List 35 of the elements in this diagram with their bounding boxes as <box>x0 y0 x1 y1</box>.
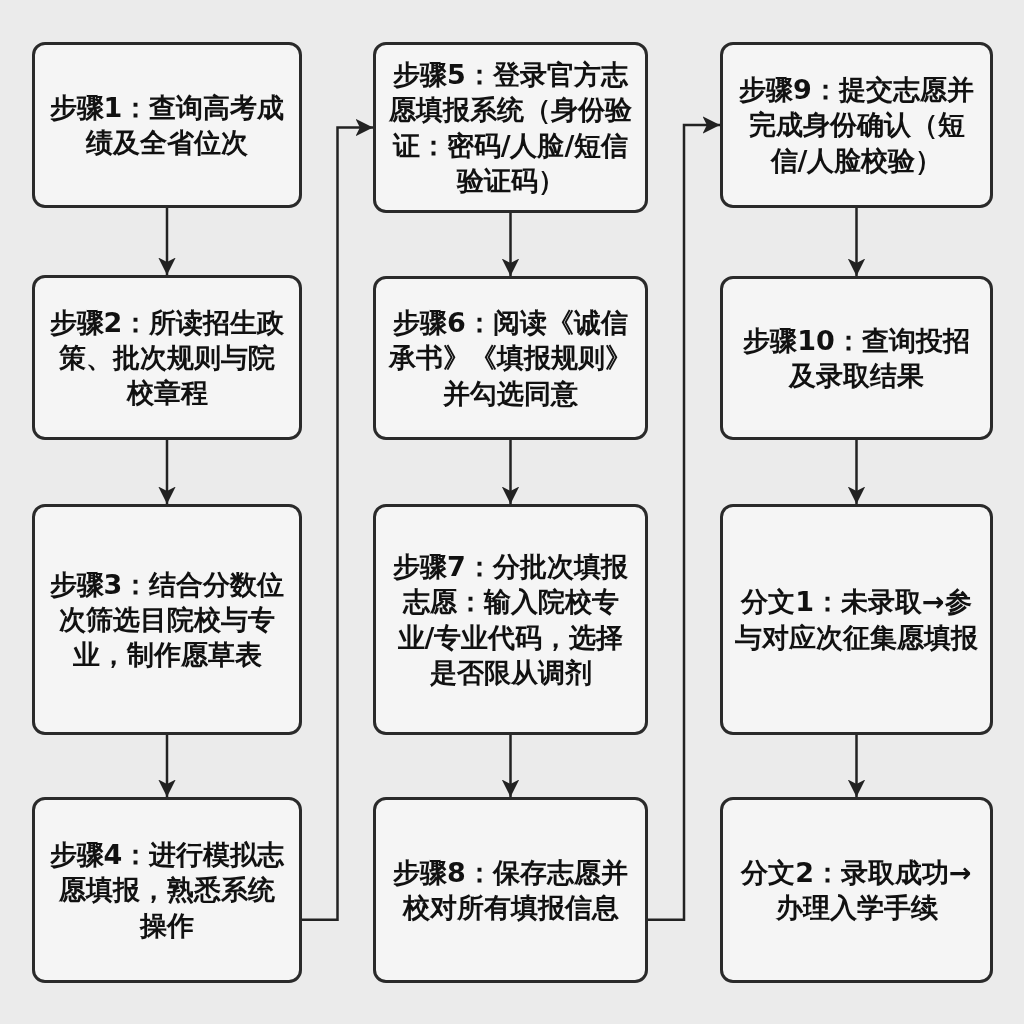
flow-arrow <box>501 213 520 276</box>
flow-arrow <box>158 440 176 504</box>
process-box <box>720 42 993 208</box>
flow-arrow <box>847 208 866 276</box>
flow-arrow <box>648 116 720 921</box>
step-text: 步骤6：阅读《诚信承书》《填报规则》并勾选同意 <box>388 306 633 411</box>
step-text: 步骤7：分批次填报志愿：输入院校专业/专业代码，选择是否限从调剂 <box>392 550 629 690</box>
flow-arrow <box>158 208 176 275</box>
flow-arrow <box>501 440 520 504</box>
flow-arrow <box>501 735 520 797</box>
process-box <box>32 797 302 983</box>
flow-arrow <box>847 440 866 504</box>
process-box <box>373 504 648 735</box>
step-text: 步骤8：保存志愿并校对所有填报信息 <box>392 855 629 925</box>
process-box <box>720 504 993 735</box>
step-text: 步骤9：提交志愿并完成身份确认（短信/人脸校验） <box>738 73 975 178</box>
step-text: 步骤1：查询高考成绩及全省位次 <box>48 90 286 160</box>
step-text: 分文1：未录取→参与对应次征集愿填报 <box>735 585 978 655</box>
process-box <box>32 42 302 208</box>
flow-arrow <box>158 735 176 797</box>
process-box <box>32 504 302 735</box>
flow-arrow <box>847 735 866 797</box>
step-text: 分文2：录取成功→办理入学手续 <box>739 855 973 925</box>
process-box <box>373 42 648 213</box>
process-box <box>32 275 302 440</box>
step-text: 步骤10：查询投招及录取结果 <box>742 323 971 393</box>
step-text: 步骤3：结合分数位次筛选目院校与专业，制作愿草表 <box>48 567 286 673</box>
flow-arrow <box>302 118 373 921</box>
process-box <box>720 797 993 983</box>
step-text: 步骤4：进行模拟志愿填报，熟悉系统操作 <box>48 838 286 943</box>
process-box <box>720 276 993 440</box>
step-text: 步骤5：登录官方志愿填报系统（身份验证：密码/人脸/短信验证码） <box>388 58 633 198</box>
process-box <box>373 276 648 440</box>
process-box <box>373 797 648 983</box>
step-text: 步骤2：所读招生政策、批次规则与院校章程 <box>48 305 286 411</box>
